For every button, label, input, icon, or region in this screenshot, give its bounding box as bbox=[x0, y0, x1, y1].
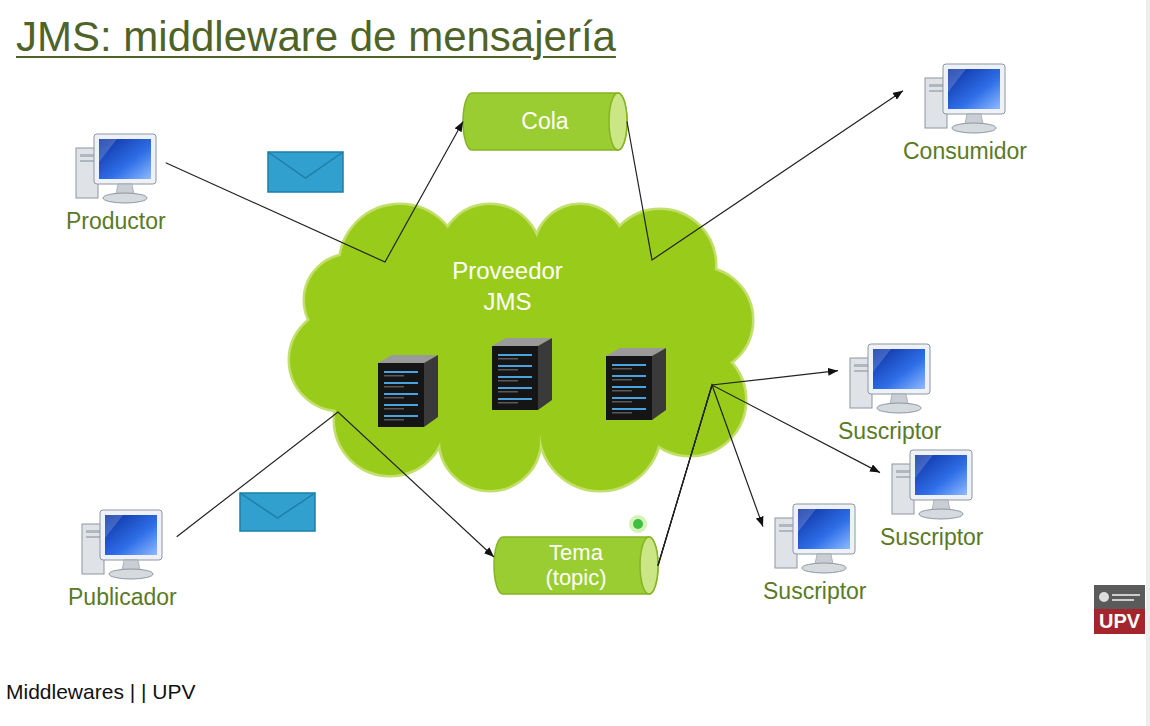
node-label: Proveedor JMS bbox=[433, 255, 583, 317]
server-icons bbox=[378, 338, 666, 427]
node-label: Publicador bbox=[68, 584, 177, 610]
connector-arrow bbox=[658, 385, 880, 566]
computer-icon bbox=[78, 508, 166, 582]
connector-arrow bbox=[177, 412, 494, 557]
computer-icon bbox=[888, 448, 976, 522]
publisher-computer: Publicador bbox=[68, 508, 177, 610]
connector-arrow bbox=[166, 122, 463, 263]
computer-icon bbox=[72, 132, 160, 206]
node-label: Suscriptor bbox=[763, 578, 867, 604]
node-label: Tema (topic) bbox=[521, 541, 631, 589]
upv-logo bbox=[1094, 585, 1145, 634]
producer-computer: Productor bbox=[66, 132, 166, 234]
node-label: Consumidor bbox=[903, 138, 1027, 164]
cursor-dot bbox=[629, 515, 647, 533]
node-label: Productor bbox=[66, 208, 166, 234]
cloud-outline bbox=[290, 205, 757, 490]
computer-icon bbox=[771, 502, 859, 576]
provider-cloud: Proveedor JMS bbox=[290, 205, 757, 490]
node-label: Suscriptor bbox=[838, 418, 942, 444]
topic-cylinder: Tema (topic) bbox=[494, 537, 658, 594]
computer-icon bbox=[921, 62, 1009, 136]
subscriber-computer: Suscriptor bbox=[838, 342, 942, 444]
side-strip bbox=[1146, 0, 1150, 726]
connector-arrow bbox=[658, 385, 763, 566]
slide-title: JMS: middleware de mensajería bbox=[16, 12, 616, 62]
computer-icon bbox=[846, 342, 934, 416]
envelope-icon bbox=[268, 152, 343, 192]
caption: Middlewares | | UPV bbox=[6, 679, 195, 704]
connector-arrow bbox=[627, 91, 903, 260]
logo-text: UPV bbox=[1094, 610, 1145, 633]
subscriber-computer: Suscriptor bbox=[880, 448, 984, 550]
connector-arrow bbox=[658, 371, 838, 566]
subscriber-computer: Suscriptor bbox=[763, 502, 867, 604]
queue-cylinder: Cola bbox=[463, 93, 627, 150]
node-label: Suscriptor bbox=[880, 524, 984, 550]
node-label: Cola bbox=[521, 109, 568, 134]
consumer-computer: Consumidor bbox=[903, 62, 1027, 164]
envelope-icon bbox=[240, 493, 315, 531]
